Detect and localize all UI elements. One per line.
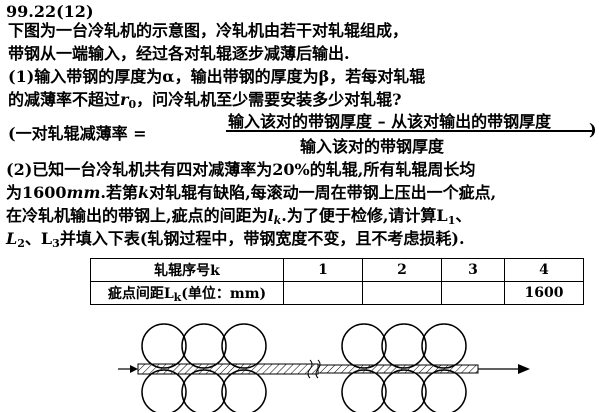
problem-line-2: 带钢从一端输入，经过各对轧辊逐步减薄后输出.: [8, 44, 350, 63]
question-2-line-1: (2)已知一台冷轧机共有四对减薄率为20%的轧辊,所有轧辊周长均: [6, 160, 476, 179]
bottom-rollers: [141, 369, 467, 412]
answer-table: 轧辊序号k 1 2 3 4 疵点间距Lk(单位：mm) 1600: [90, 258, 584, 305]
text: (单位：mm): [181, 285, 267, 302]
thinning-rate-formula: (一对轧辊减薄率 = 输入该对的带钢厚度 – 从该对输出的带钢厚度 输入该对的带…: [0, 108, 599, 156]
l-subscript: k: [273, 214, 282, 227]
text: 对轧辊有缺陷,每滚动一周在带钢上压出一个疵点,: [149, 183, 497, 202]
l2-symbol: L: [6, 229, 18, 248]
formula-left: (一对轧辊减薄率 =: [8, 124, 147, 143]
table-header-cell: 4: [504, 258, 584, 282]
question-2-line-2: 为1600mm.若第k对轧辊有缺陷,每滚动一周在带钢上压出一个疵点,: [6, 183, 496, 203]
l1-subscript: 1: [447, 214, 456, 227]
problem-line-1: 下图为一台冷轧机的示意图，冷轧机由若干对轧辊组成，: [8, 21, 409, 40]
text: 、: [455, 206, 472, 225]
table-header-cell: 轧辊序号k: [90, 258, 284, 282]
k-symbol: k: [137, 183, 150, 202]
l3-subscript: 3: [52, 237, 60, 250]
text: 的减薄率不超过: [8, 90, 121, 109]
l-symbol: l: [267, 206, 274, 225]
question-1-line-2: 的减薄率不超过r0，问冷轧机至少需要安装多少对轧辊?: [8, 90, 402, 115]
formula-right: ): [589, 120, 597, 139]
text: 、L: [24, 229, 53, 248]
table-cell-input[interactable]: [283, 281, 363, 305]
text: 并填入下表(轧钢过程中，带钢宽度不变，且不考虑损耗).: [59, 229, 465, 248]
break-marks: [307, 359, 321, 379]
entry-arrow-icon: [118, 365, 138, 373]
r-subscript: 0: [128, 98, 137, 111]
text: .若第: [100, 183, 138, 202]
table-row: 轧辊序号k 1 2 3 4: [90, 258, 584, 282]
unit-mm: mm: [66, 183, 101, 202]
table-cell: 1600: [504, 281, 584, 305]
top-rollers: [141, 323, 467, 369]
text: 在冷轧机输出的带钢上,疵点的间距为: [6, 206, 268, 225]
table-header-cell: 3: [441, 258, 505, 282]
formula-numerator: 输入该对的带钢厚度 – 从该对输出的带钢厚度: [228, 112, 552, 131]
table-header-cell: 2: [362, 258, 442, 282]
text: ，问冷轧机至少需要安装多少对轧辊?: [136, 90, 402, 109]
question-2-line-4: L2、L3并填入下表(轧钢过程中，带钢宽度不变，且不考虑损耗).: [6, 229, 465, 254]
r-symbol: r: [120, 90, 129, 109]
cold-rolling-mill-diagram: [118, 323, 530, 412]
row-label-subscript: k: [173, 290, 182, 304]
formula-denominator: 输入该对的带钢厚度: [300, 137, 445, 156]
steel-strip: [137, 363, 530, 375]
fraction-bar: [226, 130, 592, 132]
table-row-label: 疵点间距Lk(单位：mm): [90, 281, 284, 305]
table-cell-input[interactable]: [441, 281, 505, 305]
text: 为1600: [6, 183, 67, 202]
question-2-line-3: 在冷轧机输出的带钢上,疵点的间距为lk.为了便于检修,请计算L1、: [6, 206, 471, 231]
l2-subscript: 2: [17, 237, 25, 250]
text: 疵点间距L: [107, 285, 174, 302]
question-1-line-1: (1)输入带钢的厚度为α，输出带钢的厚度为β，若每对轧辊: [8, 67, 426, 86]
table-row: 疵点间距Lk(单位：mm) 1600: [90, 281, 584, 305]
table-cell-input[interactable]: [362, 281, 442, 305]
text: .为了便于检修,请计算L: [281, 206, 448, 225]
table-header-cell: 1: [283, 258, 363, 282]
problem-number: 99.22(12): [6, 2, 94, 21]
